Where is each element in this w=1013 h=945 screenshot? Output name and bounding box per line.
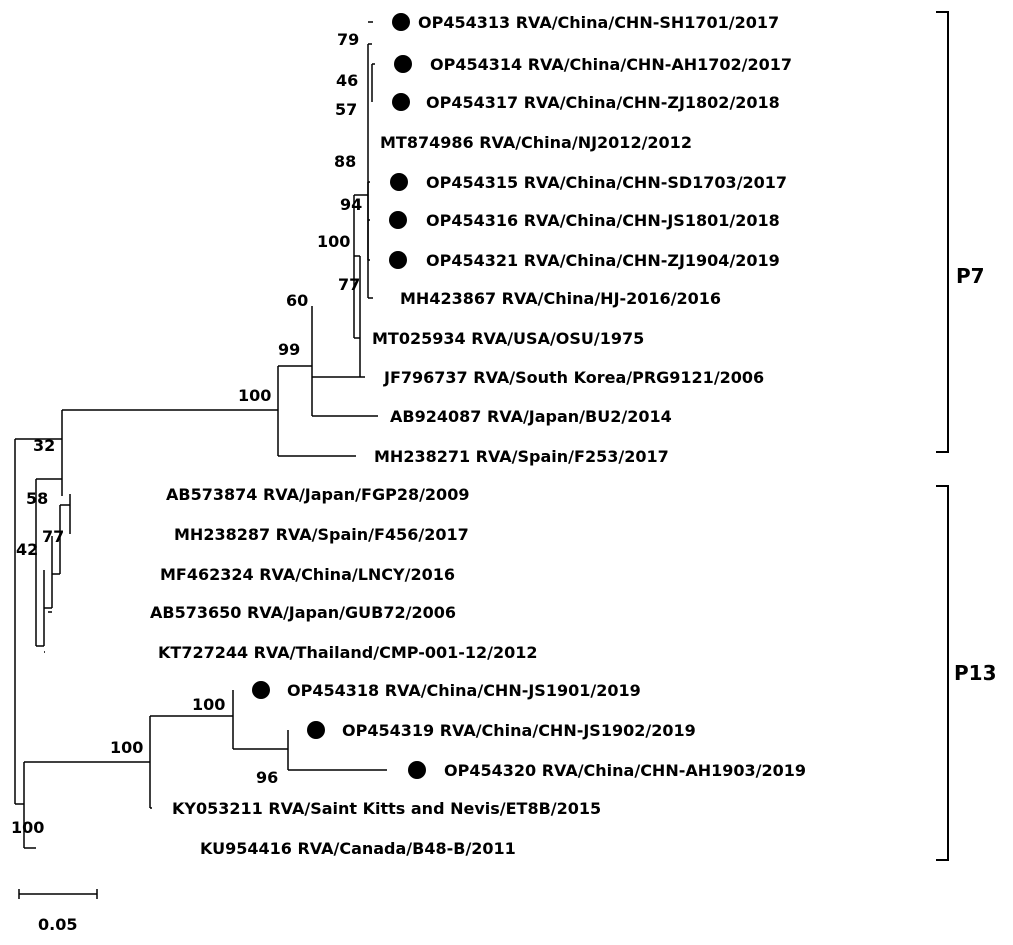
leaf-label-7: MH423867 RVA/China/HJ-2016/2016 (400, 289, 721, 308)
scale-bar-label: 0.05 (38, 915, 77, 934)
leaf-label-10: AB924087 RVA/Japan/BU2/2014 (390, 407, 672, 426)
bootstrap-value-8: 99 (278, 340, 300, 359)
sample-marker-18 (307, 721, 325, 739)
sample-marker-2 (392, 93, 410, 111)
bootstrap-value-4: 94 (340, 195, 362, 214)
bootstrap-value-7: 60 (286, 291, 308, 310)
leaf-label-0: OP454313 RVA/China/CHN-SH1701/2017 (418, 13, 779, 32)
leaf-label-4: OP454315 RVA/China/CHN-SD1703/2017 (426, 173, 787, 192)
sample-marker-0 (392, 13, 410, 31)
sample-marker-1 (394, 55, 412, 73)
bootstrap-value-6: 77 (338, 275, 360, 294)
sample-marker-6 (389, 251, 407, 269)
leaf-label-13: MH238287 RVA/Spain/F456/2017 (174, 525, 469, 544)
clade-p7: P7 (936, 11, 985, 453)
bootstrap-value-15: 100 (110, 738, 143, 757)
leaf-label-20: KY053211 RVA/Saint Kitts and Nevis/ET8B/… (172, 799, 601, 818)
leaf-label-2: OP454317 RVA/China/CHN-ZJ1802/2018 (426, 93, 780, 112)
clade-label-p13: P13 (954, 661, 997, 685)
bootstrap-value-0: 79 (337, 30, 359, 49)
leaf-label-17: OP454318 RVA/China/CHN-JS1901/2019 (287, 681, 641, 700)
leaf-label-3: MT874986 RVA/China/NJ2012/2012 (380, 133, 692, 152)
leaf-label-19: OP454320 RVA/China/CHN-AH1903/2019 (444, 761, 806, 780)
scale-bar: 0.05 (18, 889, 98, 934)
leaf-label-9: JF796737 RVA/South Korea/PRG9121/2006 (383, 368, 764, 387)
leaf-labels: OP454313 RVA/China/CHN-SH1701/2017OP4543… (150, 13, 806, 858)
leaf-label-8: MT025934 RVA/USA/OSU/1975 (372, 329, 644, 348)
leaf-label-11: MH238271 RVA/Spain/F253/2017 (374, 447, 669, 466)
bootstrap-value-9: 100 (238, 386, 271, 405)
tree-branches (14, 21, 387, 849)
clade-bracket-p13 (936, 485, 949, 861)
leaf-label-6: OP454321 RVA/China/CHN-ZJ1904/2019 (426, 251, 780, 270)
bootstrap-value-17: 100 (11, 818, 44, 837)
clade-p13: P13 (936, 485, 997, 861)
bootstrap-values: 7946578894100776099100325877421001009610… (11, 30, 362, 837)
clade-label-p7: P7 (956, 264, 985, 288)
leaf-label-1: OP454314 RVA/China/CHN-AH1702/2017 (430, 55, 792, 74)
sample-markers (252, 13, 426, 779)
sample-marker-4 (390, 173, 408, 191)
bootstrap-value-5: 100 (317, 232, 350, 251)
bootstrap-value-13: 42 (16, 540, 38, 559)
leaf-label-12: AB573874 RVA/Japan/FGP28/2009 (166, 485, 469, 504)
leaf-label-21: KU954416 RVA/Canada/B48-B/2011 (200, 839, 516, 858)
leaf-label-15: AB573650 RVA/Japan/GUB72/2006 (150, 603, 456, 622)
bootstrap-value-16: 96 (256, 768, 278, 787)
leaf-label-14: MF462324 RVA/China/LNCY/2016 (160, 565, 455, 584)
bootstrap-value-2: 57 (335, 100, 357, 119)
clade-bracket-p7 (936, 11, 949, 453)
leaf-label-16: KT727244 RVA/Thailand/CMP-001-12/2012 (158, 643, 538, 662)
bootstrap-value-10: 32 (33, 436, 55, 455)
sample-marker-5 (389, 211, 407, 229)
sample-marker-17 (252, 681, 270, 699)
leaf-label-18: OP454319 RVA/China/CHN-JS1902/2019 (342, 721, 696, 740)
bootstrap-value-3: 88 (334, 152, 356, 171)
bootstrap-value-11: 58 (26, 489, 48, 508)
leaf-label-5: OP454316 RVA/China/CHN-JS1801/2018 (426, 211, 780, 230)
bootstrap-value-14: 100 (192, 695, 225, 714)
sample-marker-19 (408, 761, 426, 779)
bootstrap-value-1: 46 (336, 71, 358, 90)
bootstrap-value-12: 77 (42, 527, 64, 546)
